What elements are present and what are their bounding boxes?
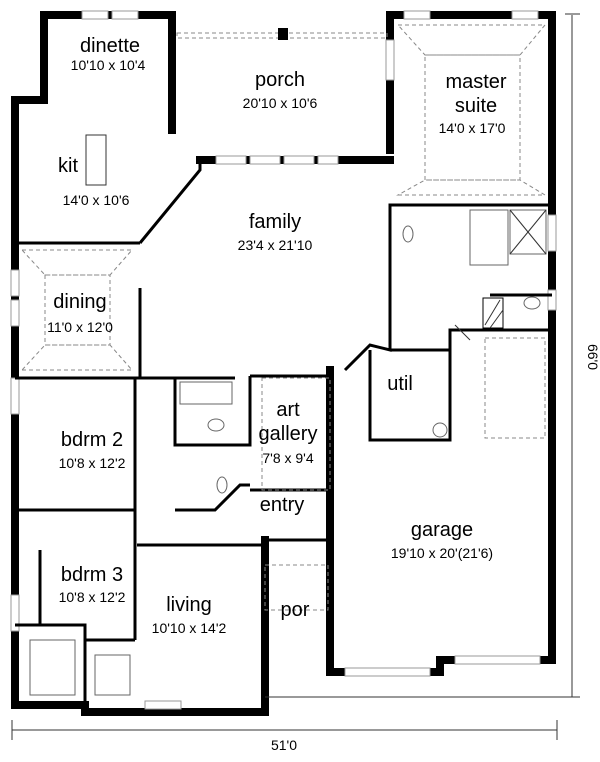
living-size: 10'10 x 14'2 bbox=[152, 620, 227, 636]
master-suite-size: 14'0 x 17'0 bbox=[439, 120, 506, 136]
fixtures bbox=[20, 24, 547, 696]
dinette-size: 10'10 x 10'4 bbox=[71, 57, 146, 73]
porch-size: 20'10 x 10'6 bbox=[243, 95, 318, 111]
family-label: family bbox=[249, 211, 301, 233]
windows bbox=[10, 10, 557, 710]
dining-label: dining bbox=[53, 291, 106, 313]
family-size: 23'4 x 21'10 bbox=[238, 237, 313, 253]
kitchen-label: kit bbox=[58, 155, 78, 177]
entry-label: entry bbox=[260, 494, 304, 516]
bdrm2-label: bdrm 2 bbox=[61, 429, 123, 451]
dimension-lines bbox=[11, 13, 580, 740]
bdrm3-label: bdrm 3 bbox=[61, 564, 123, 586]
porch-label: porch bbox=[255, 69, 305, 91]
garage-size: 19'10 x 20'(21'6) bbox=[391, 545, 493, 561]
art-gallery-size: 7'8 x 9'4 bbox=[262, 450, 313, 466]
art-gallery-label-2: gallery bbox=[259, 423, 318, 445]
kitchen-size: 14'0 x 10'6 bbox=[63, 192, 130, 208]
dinette-label: dinette bbox=[80, 35, 140, 57]
por-label: por bbox=[281, 599, 310, 621]
dining-size: 11'0 x 12'0 bbox=[47, 319, 113, 335]
util-label: util bbox=[387, 373, 413, 395]
depth-dimension: 66'0 bbox=[585, 344, 600, 370]
garage-label: garage bbox=[411, 519, 473, 541]
interior-walls bbox=[15, 98, 552, 705]
art-gallery-label-1: art bbox=[276, 399, 300, 421]
bdrm3-size: 10'8 x 12'2 bbox=[59, 589, 126, 605]
master-suite-label-2: suite bbox=[455, 95, 497, 117]
living-label: living bbox=[166, 594, 212, 616]
width-dimension: 51'0 bbox=[271, 737, 297, 753]
bdrm2-size: 10'8 x 12'2 bbox=[59, 455, 126, 471]
master-suite-label-1: master bbox=[445, 71, 506, 93]
